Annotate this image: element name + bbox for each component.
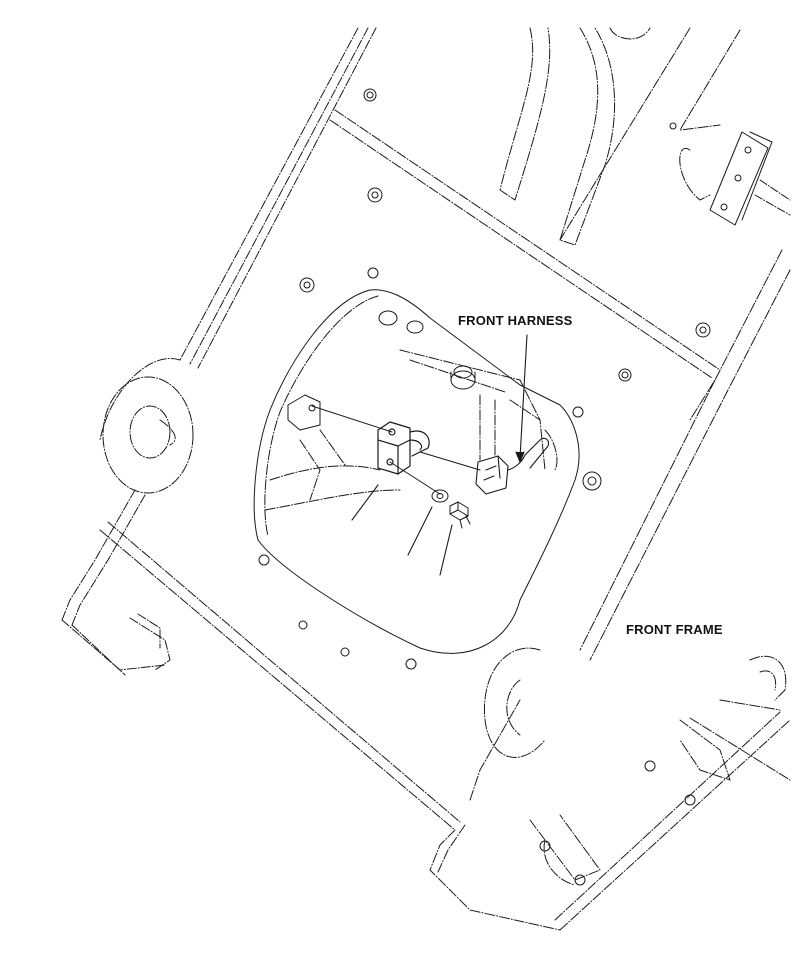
hole <box>539 840 551 852</box>
lower-holes <box>539 760 696 886</box>
clamp-bracket <box>377 421 430 475</box>
callout-leaders <box>351 484 453 576</box>
frame-holes <box>258 88 711 670</box>
hole <box>299 277 315 293</box>
front-harness-label: FRONT HARNESS <box>458 313 573 328</box>
hole <box>572 406 584 418</box>
harness-connector <box>475 437 549 495</box>
hole <box>405 658 417 670</box>
frame-upper-tubes <box>499 27 711 246</box>
frame-top-plate <box>329 27 791 661</box>
hole <box>582 471 602 491</box>
access-opening <box>253 289 580 654</box>
hole <box>367 267 379 279</box>
inner-nut <box>450 365 476 390</box>
frame-lower-rails <box>99 521 791 931</box>
frame-left-rail <box>61 27 377 676</box>
inner-structure <box>264 349 558 511</box>
hole <box>695 322 711 338</box>
hole <box>618 368 632 382</box>
bolt <box>449 501 471 529</box>
washer <box>431 489 449 503</box>
hole <box>574 874 586 886</box>
hole <box>258 554 270 566</box>
hole <box>367 187 383 203</box>
hole <box>340 647 350 657</box>
hole <box>644 760 656 772</box>
hole <box>363 88 377 102</box>
arrow-icon <box>515 334 528 463</box>
hole <box>298 620 308 630</box>
hole <box>684 794 696 806</box>
upper-right-bracket <box>709 131 791 226</box>
inner-bolt-1 <box>378 310 424 334</box>
front-frame-label: FRONT FRAME <box>626 622 723 637</box>
assembly-leader-lines <box>311 405 481 495</box>
left-pivot-boss <box>102 376 194 494</box>
hole <box>669 122 677 130</box>
mounting-tab <box>287 394 321 431</box>
